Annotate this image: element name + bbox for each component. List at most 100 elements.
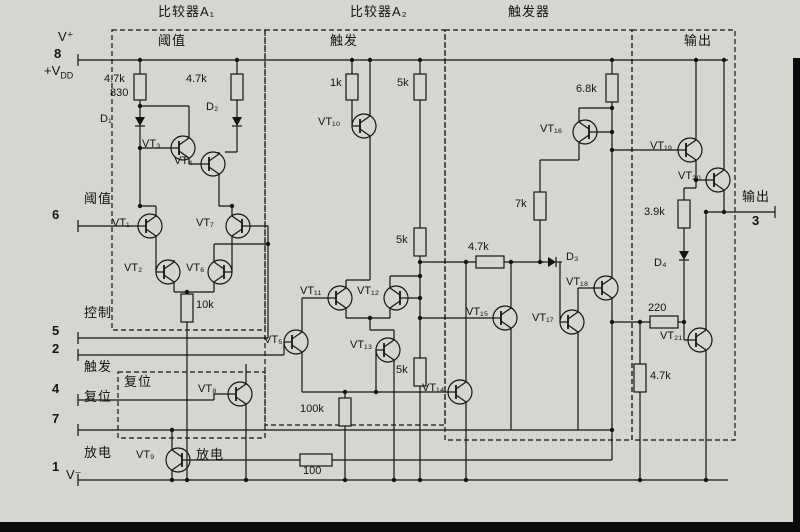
diode-label-d4: D₄	[654, 257, 667, 269]
transistor-vt12-symbol	[383, 285, 409, 311]
transistor-vt16-symbol	[572, 119, 598, 145]
pin-5-number: 5	[52, 323, 60, 338]
resistor-label-4.7k-d: 4.7k	[650, 370, 671, 382]
transistor-vt8-symbol	[227, 381, 253, 407]
resistor-label-5k-a: 5k	[397, 77, 409, 89]
transistor-vt13-symbol	[375, 337, 401, 363]
resistor-label-100: 100	[303, 465, 322, 477]
scan-artifact-right-bar	[793, 58, 800, 532]
resistor-4.7k-830-symbol	[133, 73, 147, 101]
resistor-label-100k: 100k	[300, 403, 324, 415]
resistor-4.7k-d-symbol	[633, 363, 647, 393]
transistor-vt10-symbol	[351, 113, 377, 139]
transistor-label-vt9: VT₉	[136, 449, 155, 461]
reset-box-label: 复位	[124, 374, 153, 389]
pin-8-number: 8	[54, 46, 62, 61]
resistor-label-10k: 10k	[196, 299, 214, 311]
resistor-label-5k-c: 5k	[396, 364, 408, 376]
transistor-vt17-symbol	[559, 309, 585, 335]
resistor-220-symbol	[649, 315, 679, 329]
header-output: 输出	[684, 33, 713, 48]
resistor-label-6.8k: 6.8k	[576, 83, 597, 95]
junction-dots	[137, 57, 727, 483]
resistor-label-220: 220	[648, 302, 667, 314]
vdd-sub-text: DD	[60, 70, 74, 81]
diode-d1-symbol	[134, 111, 146, 133]
transistor-vt11-symbol	[327, 285, 353, 311]
section-title-flipflop: 触发器	[508, 4, 551, 19]
reset-box	[117, 371, 266, 439]
resistor-1k-symbol	[345, 73, 359, 101]
comparator-a1-box	[111, 29, 266, 331]
transistor-label-vt17: VT₁₇	[532, 312, 554, 324]
resistor-10k-symbol	[180, 293, 194, 323]
transistor-vt18-symbol	[593, 275, 619, 301]
transistor-label-vt1: VT₁	[112, 217, 130, 229]
transistor-vt20-symbol	[705, 167, 731, 193]
pin-vdd-label: +VDD	[44, 64, 73, 81]
pin-vplus-label: V⁺	[58, 29, 74, 44]
transistor-label-vt15: VT₁₅	[466, 306, 489, 318]
vdd-base-text: +V	[44, 63, 61, 78]
wires-rails-and-pins	[77, 54, 776, 486]
pin-output-label: 输出	[742, 189, 771, 204]
section-title-comparator-a2: 比较器A₂	[350, 4, 408, 19]
wires-bottom	[171, 364, 612, 480]
transistor-label-vt19: VT₁₉	[650, 140, 673, 152]
pin-threshold-label: 阈值	[84, 191, 113, 206]
resistor-100k-symbol	[338, 397, 352, 427]
transistor-vt15-symbol	[492, 305, 518, 331]
pin-1-number: 1	[52, 459, 60, 474]
discharge-inner-label: 放电	[196, 447, 225, 462]
transistor-vt19-symbol	[677, 137, 703, 163]
diode-label-d3: D₃	[566, 251, 579, 263]
pin-2-number: 2	[52, 341, 60, 356]
pin-vminus-label: V⁻	[66, 467, 82, 482]
pin-discharge-label: 放电	[84, 445, 113, 460]
flipflop-box	[444, 29, 633, 441]
resistor-label-3.9k: 3.9k	[644, 206, 665, 218]
transistor-label-vt3: VT₃	[142, 138, 161, 150]
pin-trigger-label: 触发	[84, 359, 113, 374]
transistor-label-vt14: VT₁₄	[422, 382, 445, 394]
transistor-label-vt18: VT₁₈	[566, 276, 589, 288]
transistor-vt2-symbol	[155, 259, 181, 285]
pin-reset-label: 复位	[84, 389, 113, 404]
transistor-label-vt12: VT₁₂	[357, 285, 380, 297]
pin-control-label: 控制	[84, 305, 113, 320]
pin-3-number: 3	[752, 213, 760, 228]
transistor-label-vt10: VT₁₀	[318, 116, 341, 128]
diode-d4-symbol	[678, 245, 690, 267]
diode-d3-symbol	[541, 256, 563, 268]
diode-d2-symbol	[231, 111, 243, 133]
pin-4-number: 4	[52, 381, 60, 396]
transistor-label-vt4: VT₄	[174, 155, 193, 167]
section-title-comparator-a1: 比较器A₁	[158, 4, 216, 19]
resistor-4.7k-b-symbol	[230, 73, 244, 101]
pin-7-number: 7	[52, 411, 60, 426]
transistor-label-vt13: VT₁₃	[350, 339, 373, 351]
resistor-label-4.7k-b: 4.7k	[186, 73, 207, 85]
wires-comparator-a1	[139, 60, 268, 480]
transistor-vt4-symbol	[200, 151, 226, 177]
resistor-5k-a-symbol	[413, 73, 427, 101]
transistor-label-vt6: VT₆	[186, 262, 205, 274]
resistor-label-4.7k-a: 4.7k	[104, 73, 125, 85]
resistor-100-symbol	[299, 453, 333, 467]
transistor-label-vt7: VT₇	[196, 217, 214, 229]
transistor-vt21-symbol	[687, 327, 713, 353]
resistor-5k-c-symbol	[413, 357, 427, 387]
scan-artifact-bottom-bar	[0, 522, 800, 532]
transistor-vt7-symbol	[225, 213, 251, 239]
pin-6-number: 6	[52, 207, 60, 222]
transistor-label-vt5: VT₅	[264, 334, 283, 346]
transistor-vt1-symbol	[137, 213, 163, 239]
resistor-label-830: 830	[110, 87, 129, 99]
resistor-5k-b-symbol	[413, 227, 427, 257]
transistor-label-vt11: VT₁₁	[300, 285, 322, 297]
resistor-label-7k: 7k	[515, 198, 527, 210]
transistor-label-vt21: VT₂₁	[660, 330, 683, 342]
resistor-label-1k: 1k	[330, 77, 342, 89]
diode-label-d1: D₁	[100, 113, 112, 125]
